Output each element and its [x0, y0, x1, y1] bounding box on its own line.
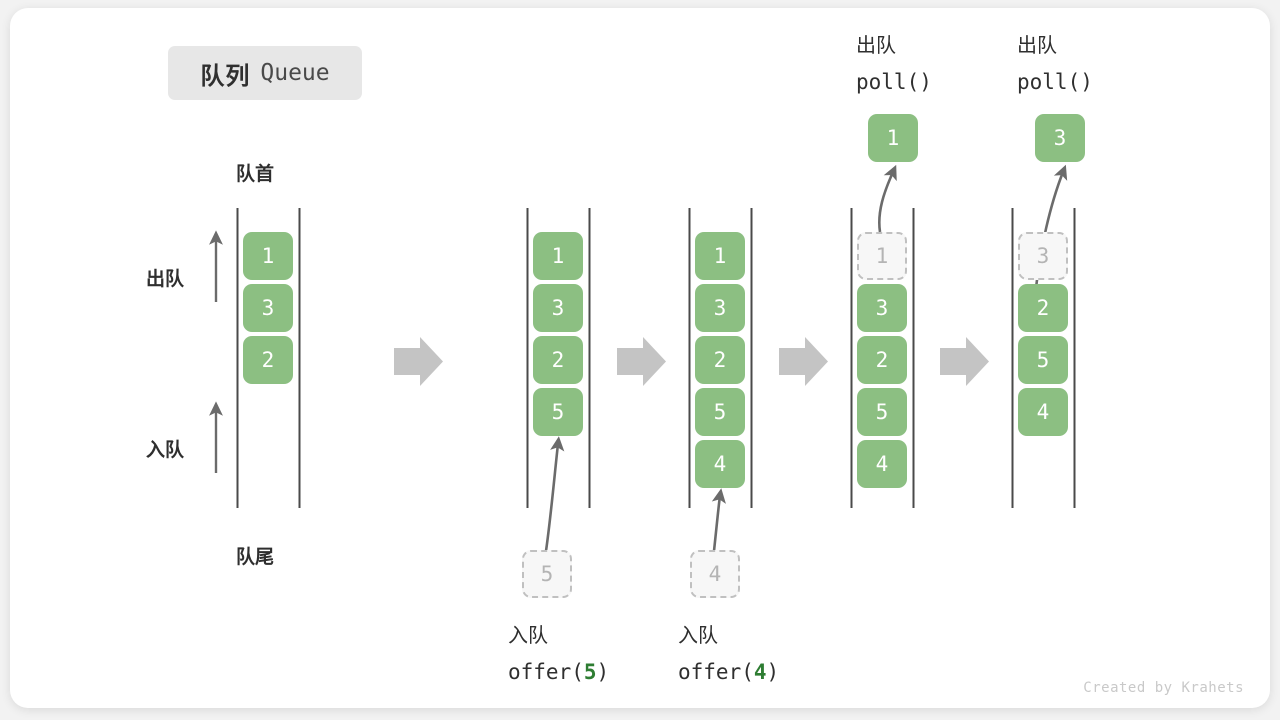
queue-cell-col5-pos1: 3: [1018, 232, 1068, 280]
op-offer-5-arg: 5: [583, 660, 597, 684]
queue-cell-col4-pos2: 3: [857, 284, 907, 332]
step-arrow-3: [779, 337, 828, 386]
op-label-poll-1: 出队 poll(): [856, 28, 932, 100]
enqueue-arrow-5: [544, 436, 565, 552]
popped-cell-col4: 1: [868, 114, 918, 162]
queue-cell-col3-pos1: 1: [695, 232, 745, 280]
step-arrow-4: [940, 337, 989, 386]
label-queue-tail: 队尾: [236, 547, 275, 568]
op-offer-5-suffix: ): [596, 660, 610, 684]
op-offer-5-cn: 入队: [508, 625, 548, 647]
step-arrow-1: [394, 337, 443, 386]
queue-cell-col5-pos2: 2: [1018, 284, 1068, 332]
queue-cell-col5-pos3: 5: [1018, 336, 1068, 384]
op-offer-4-suffix: ): [766, 660, 780, 684]
op-offer-4-cn: 入队: [678, 625, 718, 647]
credit-text: Created by Krahets: [1083, 680, 1244, 696]
enqueue-motion-arrows: [544, 436, 726, 552]
queue-cell-col2-pos2: 3: [533, 284, 583, 332]
title-cn: 队列: [200, 62, 251, 90]
queue-cell-col4-pos1: 1: [857, 232, 907, 280]
queue-cell-col5-pos4: 4: [1018, 388, 1068, 436]
title-badge: 队列 Queue: [168, 46, 362, 100]
op-label-poll-2: 出队 poll(): [1017, 28, 1093, 100]
enqueue-arrow-4: [711, 488, 726, 552]
queue-cell-col3-pos4: 5: [695, 388, 745, 436]
label-dequeue-direction: 出队: [146, 269, 185, 290]
op-offer-5-code: offer(5): [508, 654, 609, 690]
op-poll-2-cn: 出队: [1017, 35, 1057, 57]
incoming-cell-col3: 4: [690, 550, 740, 598]
op-label-offer-5: 入队 offer(5): [508, 618, 609, 690]
queue-rails: [236, 208, 1076, 508]
op-poll-1-code: poll(): [856, 70, 932, 94]
op-offer-4-arg: 4: [753, 660, 767, 684]
op-offer-4-prefix: offer(: [678, 660, 754, 684]
step-arrow-2: [617, 337, 666, 386]
queue-cell-col3-pos3: 2: [695, 336, 745, 384]
title-en: Queue: [260, 60, 330, 86]
queue-cell-col2-pos4: 5: [533, 388, 583, 436]
step-arrows: [394, 337, 989, 386]
queue-cell-col4-pos4: 5: [857, 388, 907, 436]
label-queue-head: 队首: [236, 164, 275, 185]
popped-cell-col5: 3: [1035, 114, 1085, 162]
op-offer-4-code: offer(4): [678, 654, 779, 690]
queue-cell-col4-pos3: 2: [857, 336, 907, 384]
queue-cell-col1-pos2: 3: [243, 284, 293, 332]
queue-cell-col3-pos2: 3: [695, 284, 745, 332]
op-offer-5-prefix: offer(: [508, 660, 584, 684]
queue-cell-col2-pos1: 1: [533, 232, 583, 280]
queue-cell-col3-pos5: 4: [695, 440, 745, 488]
op-poll-1-cn: 出队: [856, 35, 896, 57]
op-label-offer-4: 入队 offer(4): [678, 618, 779, 690]
dequeue-arrow-1: [878, 164, 897, 233]
queue-cell-col1-pos1: 1: [243, 232, 293, 280]
queue-cell-col4-pos5: 4: [857, 440, 907, 488]
incoming-cell-col2: 5: [522, 550, 572, 598]
label-enqueue-direction: 入队: [146, 440, 185, 461]
queue-cell-col2-pos3: 2: [533, 336, 583, 384]
queue-cell-col1-pos3: 2: [243, 336, 293, 384]
op-poll-2-code: poll(): [1017, 70, 1093, 94]
